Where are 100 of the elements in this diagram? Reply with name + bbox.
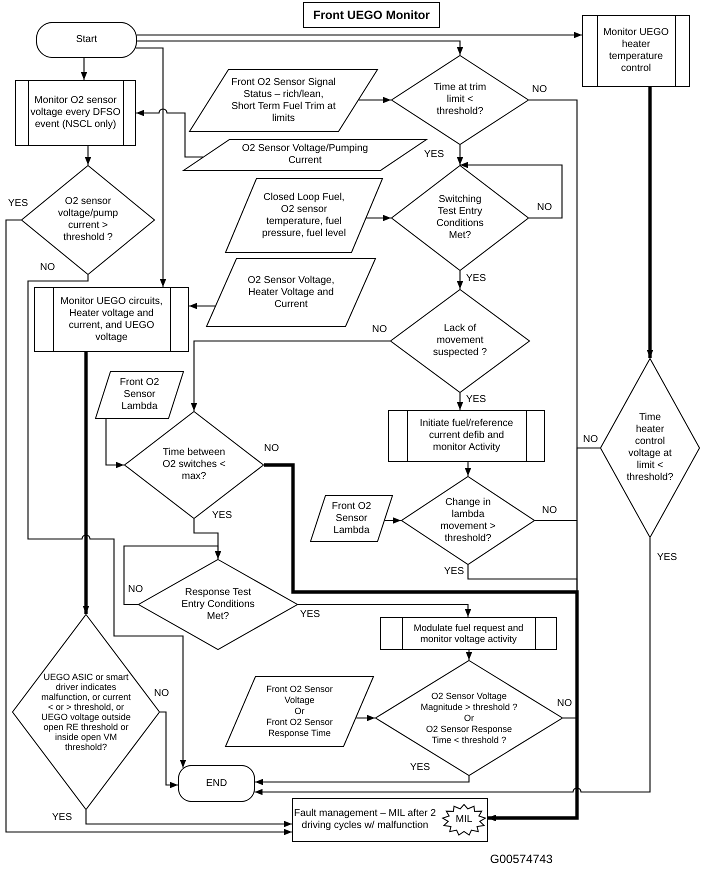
edge-label: YES: [444, 566, 464, 577]
edge-label: YES: [8, 198, 28, 209]
data-label: Or: [294, 706, 306, 717]
process-label: Monitor UEGO heater temperature control: [602, 27, 670, 75]
flow-arrow: [136, 108, 204, 158]
flow-arrow: [466, 650, 472, 660]
edge-label: NO: [557, 698, 572, 709]
flow-arrow: [82, 352, 90, 614]
edge-label: YES: [657, 552, 678, 563]
flow-arrow: [298, 604, 472, 617]
starburst: [442, 804, 486, 836]
data-parallelogram: [189, 69, 378, 132]
flow-arrow: [189, 302, 216, 310]
flow-arrow: [456, 393, 464, 410]
flow-arrow: [356, 714, 375, 722]
decision-diamond: [401, 476, 535, 565]
process-label: Initiate fuel/reference current defib and monitor Activity: [418, 418, 514, 454]
process-label: Monitor UEGO circuits, Heater voltage and current, and UEGO voltage: [59, 296, 164, 344]
flow-arrow: [358, 96, 391, 104]
data-label: Front O2 Sensor Voltage: [265, 684, 334, 706]
edge-label: YES: [300, 609, 320, 620]
flow-arrow: [456, 145, 464, 165]
decision-question: Time at trim limit < threshold?: [432, 82, 488, 118]
decision-diamond: [391, 165, 529, 271]
decision-diamond: [390, 289, 530, 393]
flow-arrow: [105, 419, 124, 468]
decision-diamond: [600, 358, 700, 538]
flow-arrow: [85, 810, 292, 828]
data-label: O2 Sensor Voltage/Pumping Current: [240, 143, 370, 167]
data-parallelogram: [225, 676, 374, 747]
decision-question: Time heater control voltage at limit < threshold?: [626, 412, 674, 484]
edge-label: YES: [212, 510, 232, 521]
figure-id: G00574743: [490, 852, 553, 866]
decision-question: O2 Sensor Response Time < threshold ?: [424, 724, 514, 746]
flow-arrow: [5, 219, 292, 836]
terminal-label: END: [204, 778, 228, 790]
edge-label: YES: [52, 812, 72, 823]
decision-question: Time between O2 switches < max?: [161, 447, 227, 483]
edge-label: NO: [40, 262, 55, 273]
edge-label: YES: [466, 273, 486, 284]
flow-arrow: [123, 545, 222, 606]
flow-arrow: [646, 87, 654, 358]
starburst-label: MIL: [454, 814, 474, 826]
data-label: Front O2 Sensor Response Time: [265, 717, 334, 739]
data-label: Closed Loop Fuel, O2 sensor temperature, fuel pressure, fuel level: [261, 192, 347, 240]
edge-label: NO: [532, 84, 547, 95]
edge-label: YES: [410, 762, 430, 773]
flow-arrow: [456, 271, 464, 289]
edge-label: NO: [537, 202, 552, 213]
process-box: [292, 798, 488, 842]
diagram-title: Front UEGO Monitor: [303, 2, 440, 28]
flow-arrow: [460, 162, 563, 219]
flow-arrow: [384, 517, 401, 524]
flow-arrow: [160, 711, 178, 788]
edge-label: YES: [424, 149, 444, 160]
decision-question: O2 sensor voltage/pump current > threshold ?: [56, 196, 120, 244]
flow-arrow: [136, 32, 582, 38]
terminal: [178, 765, 255, 802]
edge-label: NO: [154, 688, 169, 699]
predefined-process-box: [34, 287, 189, 352]
decision-question: Response Test Entry Conditions Met?: [180, 586, 256, 622]
decision-diamond: [391, 55, 529, 145]
flow-arrow: [190, 340, 390, 411]
process-label: Fault management – MIL after 2 driving cycles w/ malfunction: [293, 808, 437, 832]
data-label: Front O2 Sensor Signal Status – rich/lean, Short Term Fuel Trim at limits: [230, 76, 336, 124]
flow-arrow: [264, 463, 579, 822]
decision-question: UEGO ASIC or smart driver indicates malfunction, or current < or > threshold, or UEGO voltage outside open RE threshold or inside open VM threshold?: [40, 672, 132, 752]
flow-arrow: [488, 717, 578, 822]
process-label: Modulate fuel request and monitor voltage activity: [412, 622, 524, 644]
flow-arrow: [255, 776, 470, 786]
terminal: [36, 22, 137, 58]
data-label: Front O2 Sensor Lambda: [118, 377, 160, 413]
flow-arrow: [366, 214, 391, 222]
decision-question: Switching Test Entry Conditions Met?: [435, 194, 485, 242]
predefined-process-box: [15, 80, 136, 146]
edge-label: NO: [372, 324, 387, 335]
process-label: Monitor O2 sensor voltage every DFSO event (NSCL only): [30, 95, 122, 131]
predefined-process-box: [388, 410, 545, 462]
flow-arrow: [254, 538, 651, 796]
data-parallelogram: [310, 495, 393, 542]
data-parallelogram: [225, 178, 383, 253]
edge-label: NO: [264, 443, 279, 454]
decision-question: O2 Sensor Voltage Magnitude > threshold ?: [420, 690, 518, 712]
terminal-label: Start: [74, 34, 98, 46]
flow-arrow: [464, 462, 472, 476]
edge-label: YES: [466, 394, 486, 405]
data-parallelogram: [206, 258, 376, 327]
predefined-process-box: [582, 15, 690, 87]
flow-arrow: [80, 58, 88, 80]
edge-label: NO: [542, 505, 557, 516]
edge-label: NO: [583, 434, 598, 445]
data-parallelogram: [95, 371, 184, 419]
data-label: Front O2 Sensor Lambda: [330, 500, 372, 536]
decision-question: Lack of movement suspected ?: [432, 323, 488, 359]
predefined-process-box: [380, 617, 557, 650]
decision-question: Change in lambda movement > threshold?: [439, 496, 497, 544]
flow-arrow: [27, 274, 186, 768]
edge-label: NO: [128, 584, 143, 595]
decision-question: Or: [463, 712, 475, 724]
flow-arrow: [136, 47, 166, 287]
